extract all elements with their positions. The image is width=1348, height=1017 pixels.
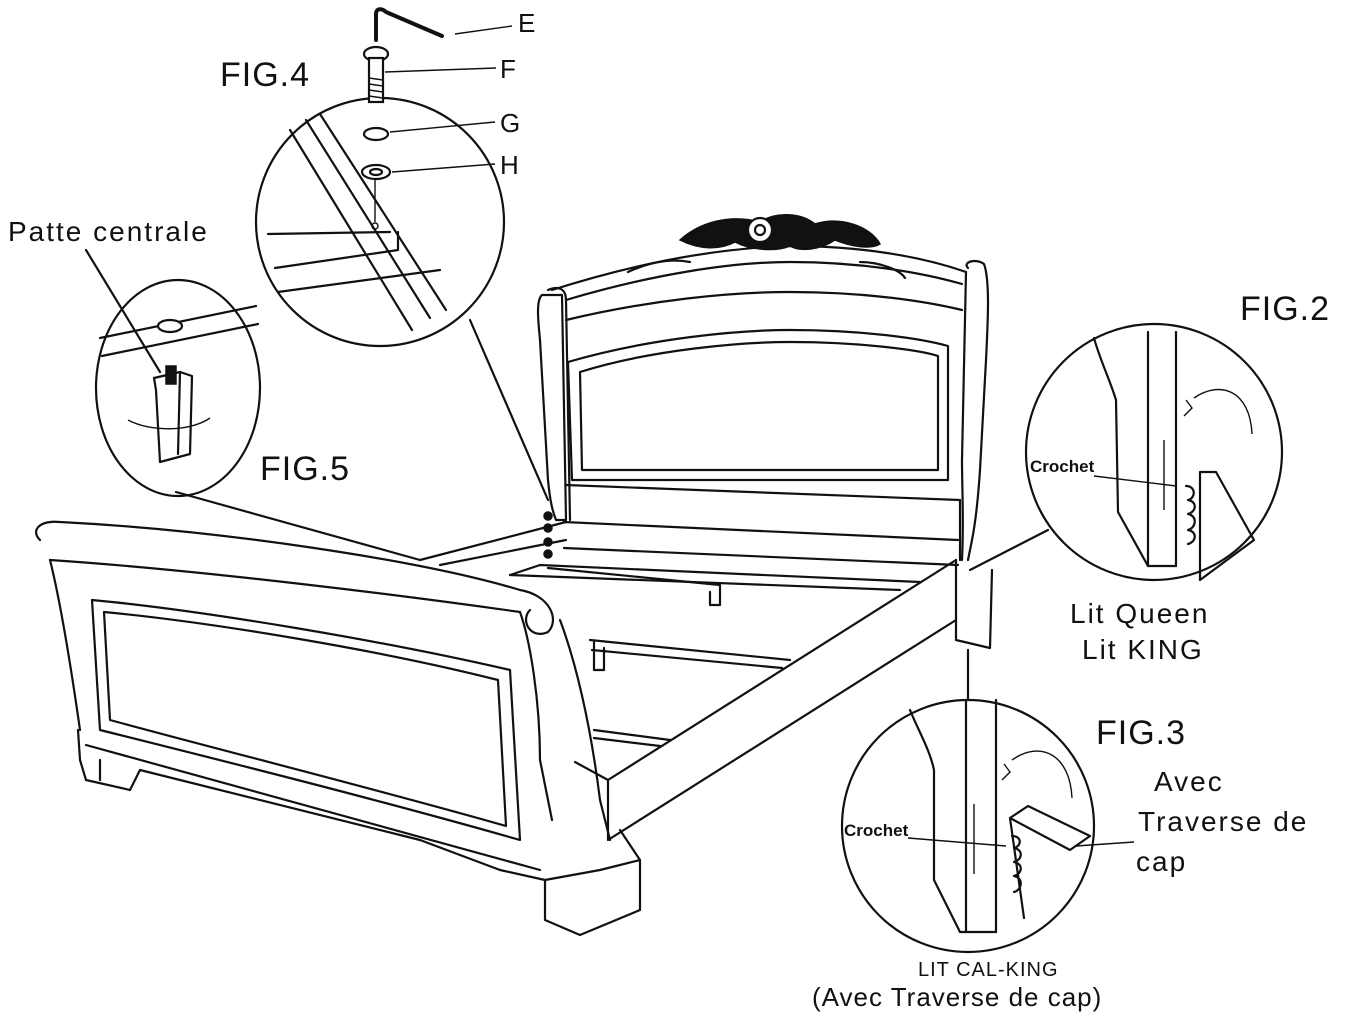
- fig3-detail: [840, 648, 1135, 954]
- fig5-detail: [84, 248, 422, 562]
- part-g-label: G: [500, 108, 521, 138]
- fig5-title: FIG.5: [260, 450, 351, 488]
- fig2-hook-label: Crochet: [1030, 457, 1095, 476]
- fig4-title: FIG.4: [220, 56, 311, 94]
- fig2-caption-line1: Lit Queen: [1070, 598, 1210, 629]
- fig3-title: FIG.3: [1096, 714, 1187, 752]
- center-leg-label: Patte centrale: [8, 216, 209, 247]
- part-f-label: F: [500, 54, 516, 84]
- hardware-stack: [360, 7, 513, 181]
- fig3-caption-line2: (Avec Traverse de cap): [812, 982, 1103, 1012]
- post-bolts: [543, 511, 553, 559]
- fig3-side-line1: Avec: [1154, 766, 1224, 797]
- fig2-caption-line2: Lit KING: [1082, 634, 1204, 665]
- part-h-label: H: [500, 150, 519, 180]
- fig3-caption-line1: LIT CAL-KING: [918, 959, 1059, 981]
- headboard: [536, 214, 994, 650]
- fig2-detail: [968, 322, 1284, 582]
- footboard: [35, 520, 642, 937]
- side-rails: [418, 520, 958, 842]
- fig3-side-line2: Traverse de: [1138, 806, 1309, 837]
- fig2-title: FIG.2: [1240, 290, 1331, 328]
- fig3-side-line3: cap: [1136, 846, 1188, 877]
- part-e-label: E: [518, 8, 536, 38]
- fig3-hook-label: Crochet: [844, 821, 909, 840]
